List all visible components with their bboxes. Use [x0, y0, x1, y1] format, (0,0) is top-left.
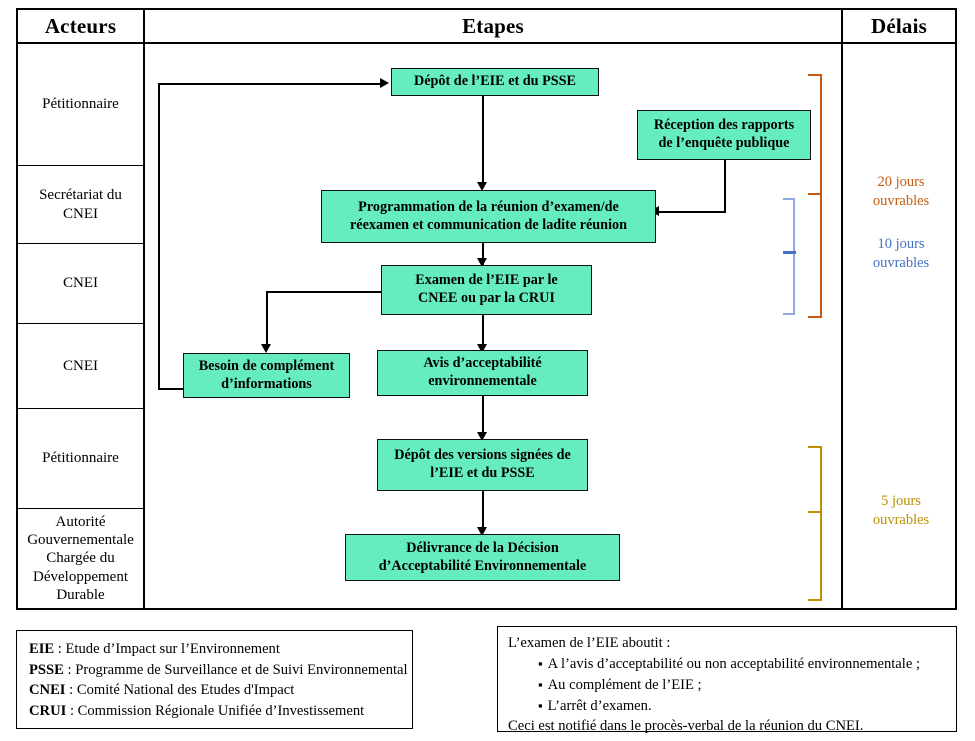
bracket-20-jours — [808, 74, 822, 318]
arrowhead-depot-left — [380, 78, 389, 88]
connector-examen-to-besoin-v — [266, 291, 268, 349]
legend-row-cnei: CNEI : Comité National des Etudes d'Impa… — [29, 680, 402, 701]
header-delais: Délais — [870, 13, 928, 38]
actor-cell-petitionnaire-2: Pétitionnaire — [42, 450, 119, 467]
legend-sep-crui: : — [66, 703, 78, 720]
actor-row-divider-4 — [18, 408, 143, 409]
procedure-table: Acteurs Etapes Délais Pétitionnaire Secr… — [16, 8, 957, 610]
arrowhead-programmation-top — [477, 182, 487, 191]
legend-abbr-eie: EIE — [29, 641, 55, 657]
column-divider-etapes-delais — [841, 10, 843, 608]
actor-cell-petitionnaire-1: Pétitionnaire — [42, 96, 119, 113]
actor-row-divider-2 — [18, 243, 143, 244]
header-divider — [18, 42, 955, 44]
legend-abbr-crui: CRUI — [29, 703, 67, 720]
connector-besoin-out-left — [158, 388, 185, 390]
arrowhead-delivrance-top — [477, 527, 487, 536]
legend-examen-outcomes: L’examen de l’EIE aboutit : A l’avis d’a… — [497, 626, 957, 734]
connector-besoin-feedback-up — [158, 83, 160, 389]
legend-text-eie: Etude d’Impact sur l’Environnement — [65, 641, 280, 657]
bracket-10-jours-tick — [783, 251, 796, 254]
actor-cell-cnei-2: CNEI — [63, 357, 98, 374]
legend-abbr-cnei: CNEI — [29, 682, 66, 699]
connector-depot-to-programmation — [482, 96, 484, 184]
legend-text-crui: Commission Régionale Unifiée d’Investiss… — [77, 703, 365, 720]
legend-outro: Ceci est notifié dans le procès-verbal d… — [508, 718, 864, 735]
bracket-5-jours — [808, 446, 822, 601]
bracket-10-jours — [783, 198, 795, 315]
actor-row-divider-1 — [18, 165, 143, 166]
legend-intro: L’examen de l’EIE aboutit : — [508, 635, 671, 651]
connector-examen-to-besoin-h — [267, 291, 383, 293]
connector-reception-left — [657, 211, 726, 213]
legend-row-eie: EIE : Etude d’Impact sur l’Environnement — [29, 639, 402, 660]
connector-avis-to-depotsignees — [482, 396, 484, 434]
header-etapes: Etapes — [462, 13, 524, 38]
legend-row-crui: CRUI : Commission Régionale Unifiée d’In… — [29, 701, 402, 722]
connector-examen-to-avis — [482, 315, 484, 347]
column-divider-acteurs-etapes — [143, 10, 145, 608]
actor-cell-cnei-1: CNEI — [63, 275, 98, 292]
legend-acronyms: EIE : Etude d’Impact sur l’Environnement… — [16, 630, 413, 729]
connector-reception-down — [724, 160, 726, 212]
legend-sep-cnei: : — [65, 682, 77, 699]
actor-row-divider-3 — [18, 323, 143, 324]
node-depot-eie-psse[interactable]: Dépôt de l’EIE et du PSSE — [391, 68, 599, 96]
legend-abbr-psse: PSSE — [29, 661, 64, 678]
connector-besoin-feedback-right — [158, 83, 384, 85]
connector-programmation-to-examen — [482, 243, 484, 265]
arrowhead-examen-top — [477, 258, 487, 267]
legend-bullet-3: L’arrêt d’examen. — [508, 696, 948, 717]
legend-bullet-1: A l’avis d’acceptabilité ou non acceptab… — [508, 654, 948, 675]
bracket-20-jours-tick — [808, 193, 821, 195]
arrowhead-besoin-top — [261, 344, 271, 353]
arrowhead-depotsignees-top — [477, 432, 487, 441]
legend-bullet-2: Au complément de l’EIE ; — [508, 675, 948, 696]
header-acteurs: Acteurs — [44, 13, 117, 38]
legend-row-psse: PSSE : Programme de Surveillance et de S… — [29, 660, 408, 681]
bracket-5-jours-tick — [808, 511, 821, 513]
actor-row-divider-5 — [18, 508, 143, 509]
legend-text-psse: Programme de Surveillance et de Suivi En… — [75, 661, 408, 678]
connector-depotsignees-to-delivrance — [482, 491, 484, 531]
arrowhead-avis-top — [477, 344, 487, 353]
legend-text-cnei: Comité National des Etudes d'Impact — [76, 682, 295, 699]
legend-sep-psse: : — [63, 661, 76, 678]
legend-sep-eie: : — [54, 641, 66, 657]
